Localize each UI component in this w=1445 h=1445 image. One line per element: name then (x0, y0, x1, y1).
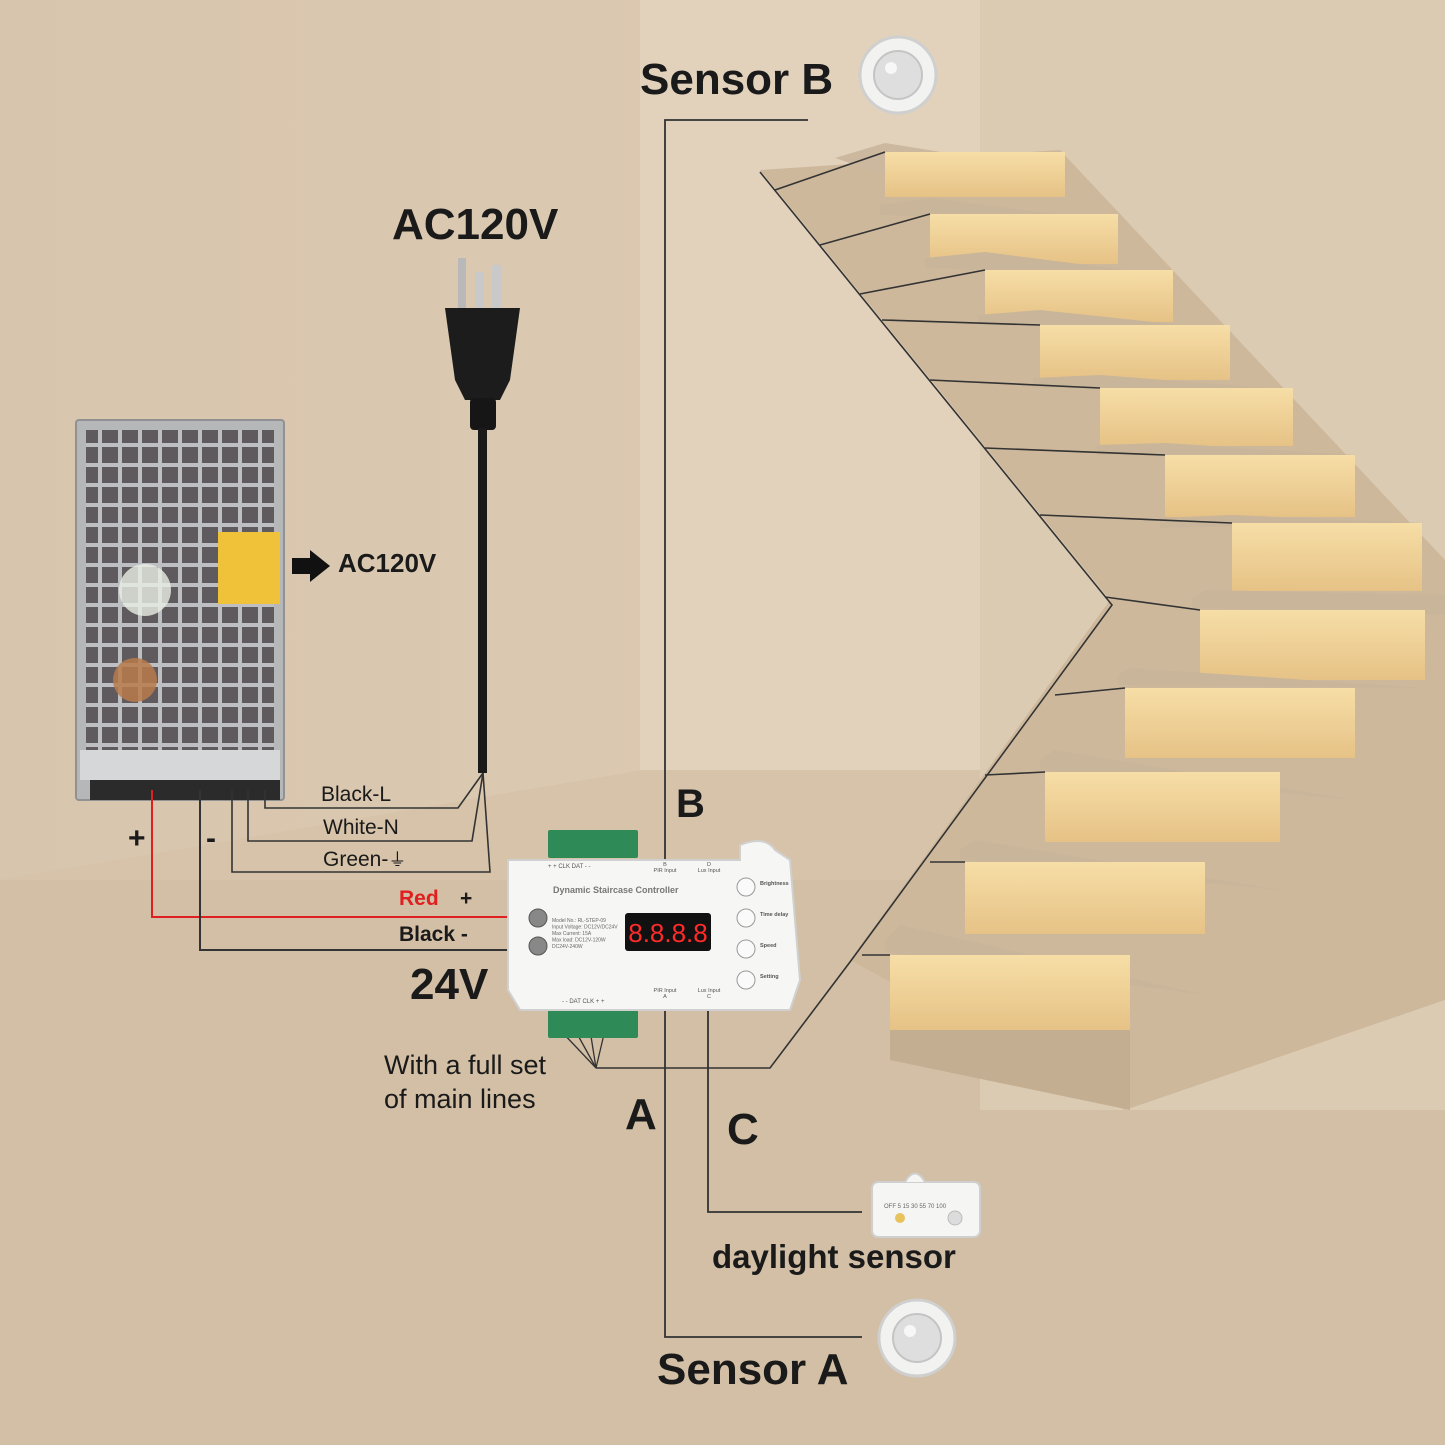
controller-bottom-terminals: - - DAT CLK + + (562, 999, 605, 1005)
port-b-label: B (676, 782, 705, 826)
staircase-controller: 8.8.8.8 Dynamic Staircase Controller + +… (507, 830, 802, 1038)
red-wire-label: Red (399, 887, 439, 910)
black-l-label: Black-L (321, 783, 392, 806)
controller-button-label: Setting (760, 974, 779, 980)
daylight-wire (707, 1005, 862, 1213)
controller-title: Dynamic Staircase Controller (553, 885, 679, 895)
sensor-a-device (877, 1298, 957, 1378)
controller-button[interactable] (736, 939, 756, 959)
controller-button[interactable] (736, 970, 756, 990)
step (1040, 750, 1355, 842)
black-wire-label: Black - (399, 923, 468, 946)
step (960, 840, 1282, 934)
sensor-b-label: Sensor B (640, 55, 834, 104)
step (1097, 443, 1355, 517)
main-lines-label-1: With a full set (384, 1050, 547, 1080)
port-c-label: C (727, 1105, 759, 1154)
staircase (760, 143, 1445, 1110)
ac-plug-label: AC120V (392, 200, 559, 249)
sensor-a-label: Sensor A (657, 1345, 849, 1394)
step (885, 925, 1205, 1030)
red-plus-label: + (460, 887, 473, 910)
green-text: Green- (323, 848, 389, 871)
green-label: Green-⏚ (323, 846, 406, 872)
black-wire (199, 790, 512, 951)
back-wall-panel (640, 0, 980, 770)
white-n-label: White-N (323, 816, 399, 839)
controller-spec-line: Input Voltage: DC12V/DC24V (552, 925, 618, 931)
controller-button[interactable] (736, 908, 756, 928)
daylight-scale: OFF 5 15 30 55 70 100 (884, 1204, 947, 1210)
daylight-sensor-device: OFF 5 15 30 55 70 100 (871, 1172, 981, 1238)
ac-wires (231, 772, 491, 873)
power-supply (75, 419, 285, 801)
sensor-b-wire (664, 119, 808, 865)
stair-base (890, 1030, 1130, 1110)
ac-psu-label: AC120V (338, 548, 437, 578)
controller-top-terminals: + + CLK DAT - - (548, 864, 590, 870)
main-lines-label-2: of main lines (384, 1084, 536, 1114)
step (978, 310, 1230, 380)
red-wire (151, 790, 512, 918)
ac-plug (445, 258, 520, 773)
minus-label: - (206, 822, 216, 855)
step-wiring (596, 151, 1233, 1069)
controller-spec-line: Max Current: 15A (552, 931, 592, 937)
controller-spec-line: Max load: DC12V-120W (552, 938, 606, 944)
step (1033, 375, 1293, 446)
daylight-sensor-label: daylight sensor (712, 1238, 956, 1275)
controller-button[interactable] (736, 877, 756, 897)
controller-button-label: Speed (760, 943, 777, 949)
seven-segment-display: 8.8.8.8 (628, 918, 708, 948)
port-a-label: A (625, 1090, 657, 1139)
controller-spec-line: Model No.: RL-STEP-09 (552, 918, 606, 924)
step (1118, 668, 1425, 758)
voltage-label: 24V (410, 960, 489, 1009)
plus-label: + (128, 822, 146, 855)
arrow-right-icon (292, 550, 330, 582)
step (1192, 590, 1445, 680)
sensor-a-wire (664, 1005, 862, 1338)
sensor-b-device (858, 35, 938, 115)
ground-icon: ⏚ (388, 850, 407, 870)
controller-spec-line: DC24V-240W (552, 944, 583, 950)
controller-button-label: Brightness (760, 881, 789, 887)
step (835, 143, 1065, 200)
step (925, 252, 1173, 322)
step (1160, 515, 1422, 591)
controller-button-label: Time delay (760, 912, 789, 918)
